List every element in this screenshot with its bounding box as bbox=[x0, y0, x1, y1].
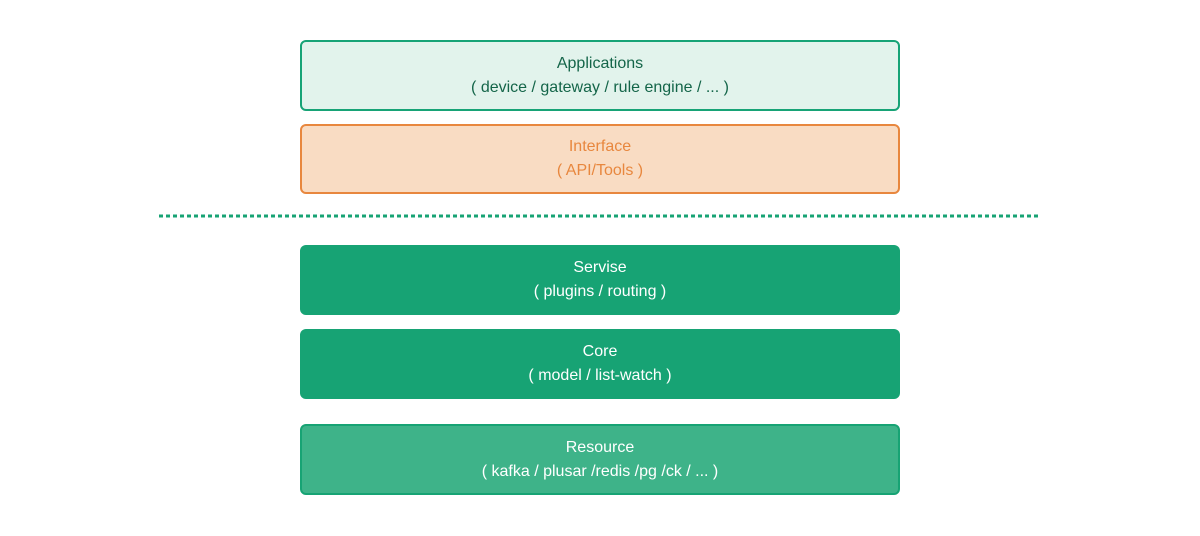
layer-applications-subtitle: ( device / gateway / rule engine / ... ) bbox=[471, 78, 729, 96]
layer-core-title: Core bbox=[582, 343, 618, 360]
layer-core-subtitle: ( model / list-watch ) bbox=[528, 367, 672, 384]
layer-interface: Interface ( API/Tools ) bbox=[300, 124, 900, 194]
layer-applications-title: Applications bbox=[556, 54, 644, 72]
layer-resource-title: Resource bbox=[565, 438, 635, 456]
layer-interface-subtitle: ( API/Tools ) bbox=[556, 162, 644, 179]
layer-servise: Servise ( plugins / routing ) bbox=[300, 245, 900, 315]
layer-resource-subtitle: ( kafka / plusar /redis /pg /ck / ... ) bbox=[481, 462, 719, 480]
layer-applications: Applications ( device / gateway / rule e… bbox=[300, 40, 900, 111]
layer-servise-subtitle: ( plugins / routing ) bbox=[533, 283, 667, 300]
dashed-divider-line bbox=[159, 214, 1039, 218]
layer-servise-title: Servise bbox=[573, 259, 627, 276]
layer-core: Core ( model / list-watch ) bbox=[300, 329, 900, 399]
layer-interface-title: Interface bbox=[568, 138, 632, 155]
layer-resource: Resource ( kafka / plusar /redis /pg /ck… bbox=[300, 424, 900, 495]
